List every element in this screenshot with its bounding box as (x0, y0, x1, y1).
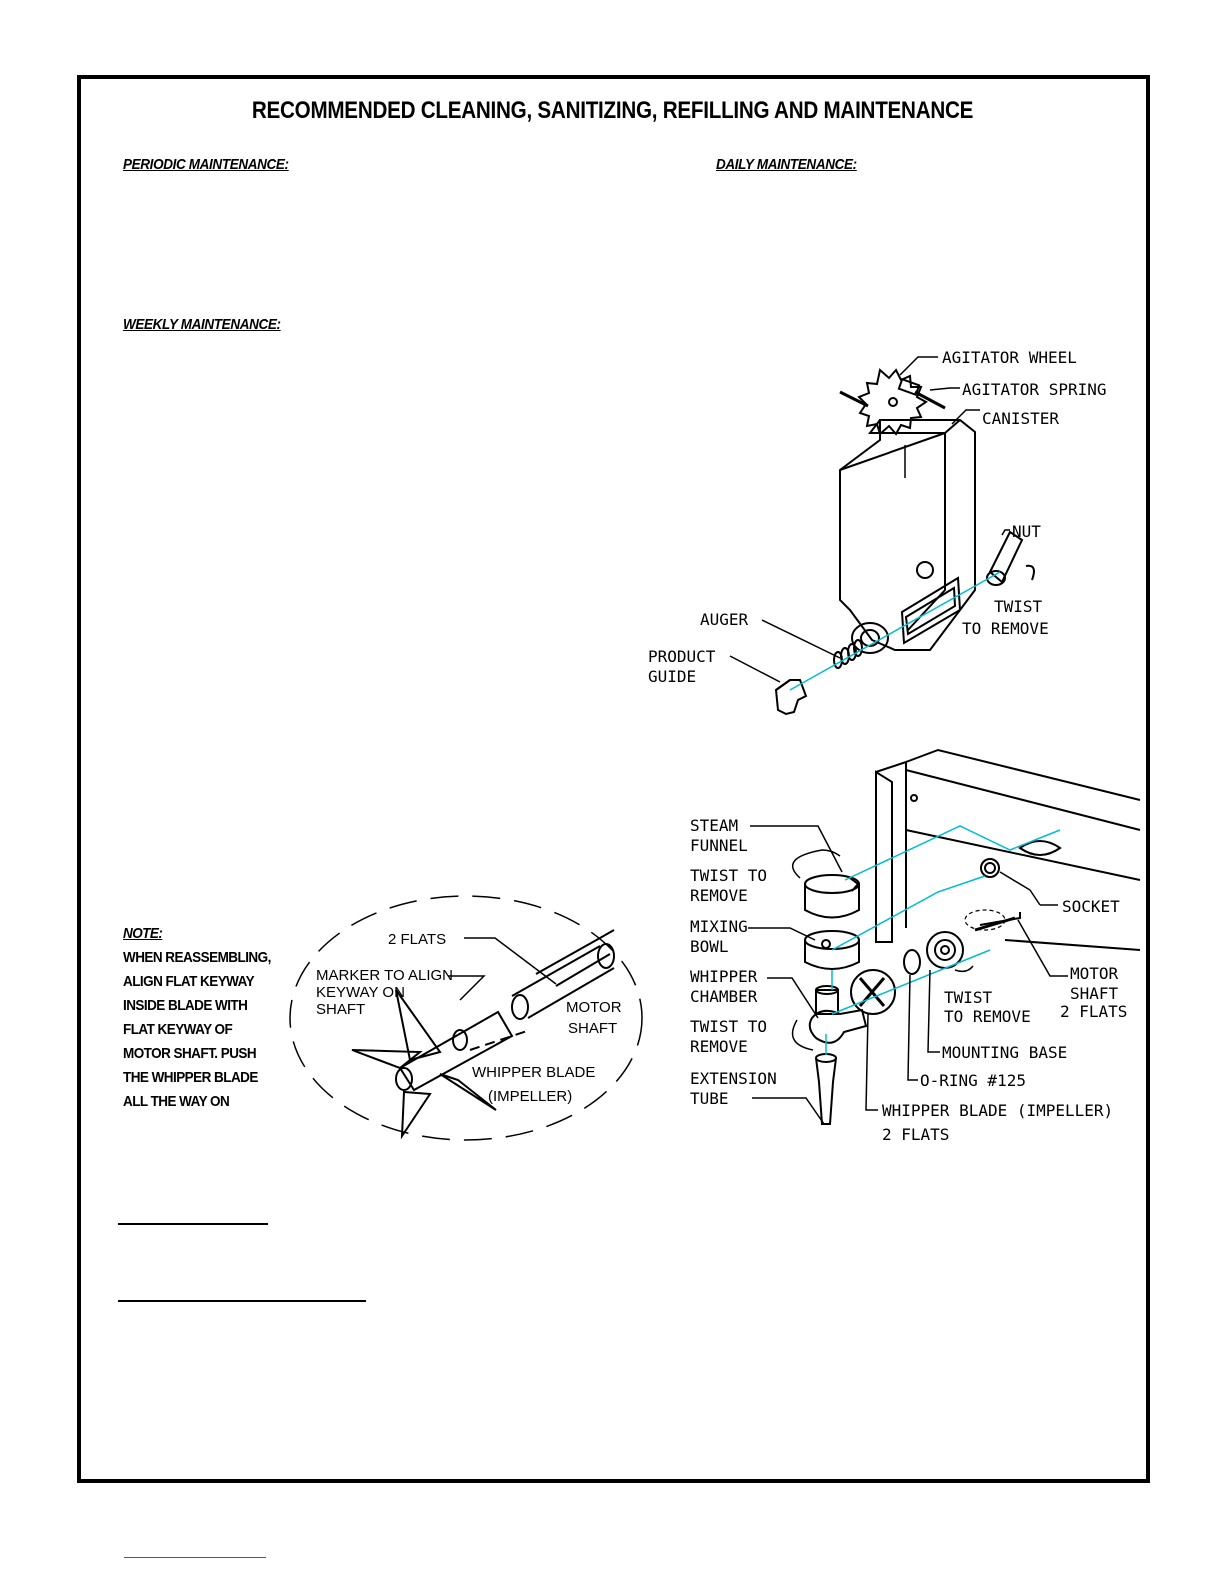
nut-label: NUT (1012, 522, 1041, 541)
extension-tube-label: EXTENSION (690, 1069, 777, 1088)
motor-shaft (974, 916, 1016, 932)
twist-to-remove-label: TWIST TO (690, 1017, 767, 1036)
motor-label: MOTOR (566, 999, 622, 1016)
leader-lines (729, 356, 1010, 683)
canister-diagram (729, 356, 1035, 716)
o-ring-label: O-RING #125 (920, 1071, 1026, 1090)
page-border (77, 75, 1150, 1483)
extension-tube (815, 1053, 837, 1125)
mixing-bowl (804, 930, 860, 970)
agitator-spring (839, 390, 946, 410)
weekly-maintenance-heading: WEEKLY MAINTENANCE: (123, 316, 281, 333)
flats-label: 2 FLATS (388, 931, 446, 948)
note-line: THE WHIPPER BLADE (123, 1069, 258, 1086)
twist-label: TWIST (944, 988, 993, 1007)
motor-shaft-label: SHAFT (1070, 984, 1119, 1003)
whipper-labels: STEAM FUNNEL TWIST TO REMOVE MIXING BOWL… (690, 816, 1127, 1144)
motor-shaft-label: 2 FLATS (1060, 1002, 1127, 1021)
periodic-maintenance-heading: PERIODIC MAINTENANCE: (123, 156, 289, 173)
steam-funnel (792, 849, 860, 919)
auger-label: AUGER (700, 610, 749, 629)
mixing-bowl-label: BOWL (690, 937, 729, 956)
canister-label: CANISTER (982, 409, 1059, 428)
note-line: ALIGN FLAT KEYWAY (123, 973, 255, 990)
section-rule (118, 1300, 366, 1302)
twist-to-remove-label: TWIST TO (690, 866, 767, 885)
whipper-chamber-label: CHAMBER (690, 987, 758, 1006)
impeller-detail (289, 895, 643, 1141)
marker-label: KEYWAY ON (316, 984, 405, 1001)
note-line: ALL THE WAY ON (123, 1093, 230, 1110)
whipper-chamber-label: WHIPPER (690, 967, 758, 986)
whipper-chamber (791, 985, 868, 1051)
housing-panel (875, 748, 1141, 951)
alignment-line (789, 571, 1001, 691)
nut (986, 530, 1035, 586)
detail-leaders (448, 937, 557, 1001)
twist-label: TWIST (994, 597, 1043, 616)
twist-to-remove-label: REMOVE (690, 886, 748, 905)
canister-labels: AGITATOR WHEEL AGITATOR SPRING CANISTER … (648, 348, 1107, 686)
o-ring (903, 949, 921, 975)
socket-label: SOCKET (1062, 897, 1120, 916)
note-line: WHEN REASSEMBLING, (123, 949, 271, 966)
note-line: INSIDE BLADE WITH (123, 997, 248, 1014)
reassembly-note: NOTE: WHEN REASSEMBLING, ALIGN FLAT KEYW… (123, 922, 303, 1114)
agitator-wheel (857, 368, 928, 436)
mixing-bowl-label: MIXING (690, 917, 748, 936)
page-title: RECOMMENDED CLEANING, SANITIZING, REFILL… (251, 97, 974, 124)
shaft-label: SHAFT (568, 1020, 617, 1037)
whipper-diagram (748, 748, 1141, 1125)
agitator-wheel-label: AGITATOR WHEEL (942, 348, 1077, 367)
mounting-base-label: MOUNTING BASE (942, 1043, 1067, 1062)
whipper-blade (850, 969, 896, 1015)
to-remove-label: TO REMOVE (944, 1007, 1031, 1026)
product-guide (774, 679, 808, 716)
detail-motor-shaft (511, 929, 615, 1020)
leader-lines (748, 825, 1068, 1125)
impeller-label: (IMPELLER) (488, 1088, 572, 1105)
agitator-spring-label: AGITATOR SPRING (962, 380, 1107, 399)
daily-maintenance-heading: DAILY MAINTENANCE: (716, 156, 857, 173)
note-line: FLAT KEYWAY OF (123, 1021, 233, 1038)
whipper-blade-label: 2 FLATS (882, 1125, 949, 1144)
twist-to-remove-label: REMOVE (690, 1037, 748, 1056)
canister-body (839, 419, 976, 654)
product-guide-label: PRODUCT (648, 647, 716, 666)
auger (833, 639, 863, 669)
steam-funnel-label: FUNNEL (690, 836, 748, 855)
detail-whipper-blade (351, 989, 531, 1140)
motor-shaft-label: MOTOR (1070, 964, 1119, 983)
detail-ellipse (289, 895, 643, 1141)
alignment-lines (825, 825, 1061, 1055)
note-heading: NOTE: (123, 925, 163, 942)
footer-link-underline (124, 1557, 266, 1558)
whipper-blade-label: WHIPPER BLADE (472, 1064, 595, 1081)
marker-label: MARKER TO ALIGN (316, 967, 453, 984)
extension-tube-label: TUBE (690, 1089, 729, 1108)
steam-funnel-label: STEAM (690, 816, 738, 835)
note-line: MOTOR SHAFT. PUSH (123, 1045, 257, 1062)
detail-labels: 2 FLATS MARKER TO ALIGN KEYWAY ON SHAFT … (316, 931, 622, 1105)
to-remove-label: TO REMOVE (962, 619, 1049, 638)
marker-label: SHAFT (316, 1001, 365, 1018)
section-rule (118, 1223, 268, 1225)
product-guide-label: GUIDE (648, 667, 696, 686)
whipper-blade-label: WHIPPER BLADE (IMPELLER) (882, 1101, 1113, 1120)
